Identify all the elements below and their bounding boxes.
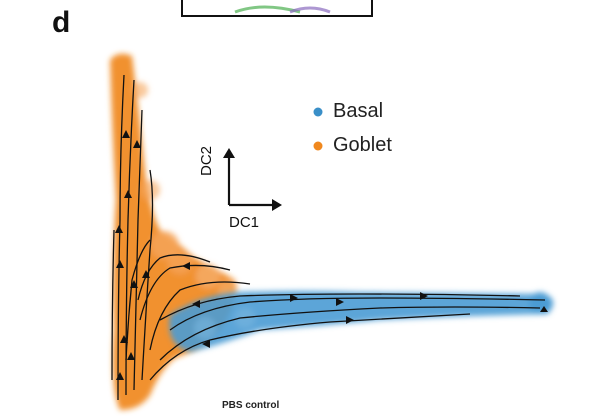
streamline (159, 306, 541, 361)
legend-label-basal: Basal (333, 100, 384, 122)
streamline (111, 229, 115, 381)
streamline (149, 281, 251, 351)
arrowhead (346, 316, 354, 324)
streamline (139, 264, 231, 321)
streamline (149, 313, 471, 381)
arrowhead (127, 352, 135, 360)
previous-panel-frame (181, 0, 373, 17)
streamline (133, 109, 143, 391)
streamline (117, 74, 125, 401)
streamline (159, 293, 521, 321)
arrowhead (202, 340, 210, 348)
arrowhead (540, 306, 548, 312)
dc2-arrow-icon (223, 148, 235, 158)
arrowhead (420, 292, 428, 300)
arrowhead (336, 298, 344, 306)
figure-caption: PBS control (222, 400, 280, 411)
arrowhead (290, 294, 298, 302)
streamline (141, 169, 154, 381)
arrowhead (133, 140, 141, 148)
arrowhead (192, 300, 200, 308)
streamline (125, 239, 151, 361)
axis-label-dc1: DC1 (229, 214, 260, 231)
arrowhead (122, 130, 130, 138)
arrowhead (116, 372, 124, 380)
arrowhead (124, 190, 132, 198)
legend-dot-goblet (313, 141, 323, 151)
streamline (169, 297, 546, 331)
streamline-arrows (115, 130, 548, 380)
legend-label-goblet: Goblet (333, 134, 392, 156)
arrowhead (120, 335, 128, 343)
legend-dot-basal (313, 107, 323, 117)
dc1-arrow-icon (272, 199, 282, 211)
arrowhead (115, 225, 123, 233)
panel-label: d (52, 6, 71, 39)
arrowhead (130, 280, 138, 288)
arrowhead (142, 270, 150, 278)
axis-indicator (223, 148, 282, 211)
arrowhead (182, 262, 190, 270)
streamline (137, 254, 211, 301)
arrowhead (116, 260, 124, 268)
axis-label-dc2: DC2 (198, 145, 215, 176)
